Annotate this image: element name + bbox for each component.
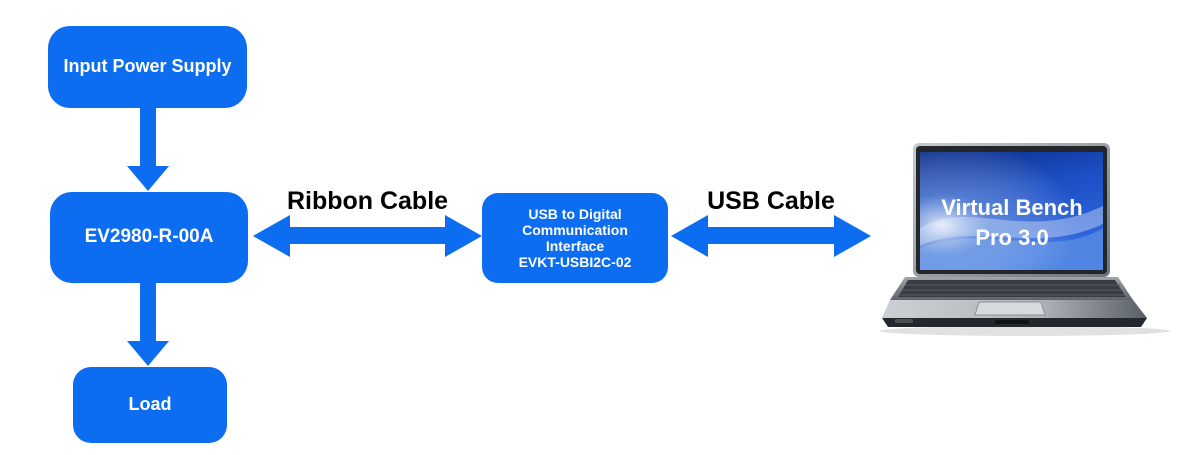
arrow-right-head-icon bbox=[445, 215, 482, 257]
arrow-left-head-icon bbox=[671, 215, 708, 257]
usb-interface-line2: Communication bbox=[522, 222, 628, 238]
usb-interface-line4: EVKT-USBI2C-02 bbox=[518, 254, 632, 270]
arrow-down-head-icon bbox=[127, 166, 169, 191]
laptop-screen-title-line2: Pro 3.0 bbox=[975, 225, 1048, 250]
ribbon-cable-label: Ribbon Cable bbox=[286, 187, 449, 215]
node-input-power-supply-label: Input Power Supply bbox=[63, 56, 232, 77]
arrow-right-head-icon bbox=[834, 215, 871, 257]
arrow-shaft bbox=[289, 227, 446, 244]
arrow-shaft bbox=[140, 106, 156, 166]
laptop-screen-title-line1: Virtual Bench bbox=[941, 195, 1082, 220]
node-ev2980-label: EV2980-R-00A bbox=[84, 226, 214, 248]
laptop-lid: Virtual Bench Pro 3.0 bbox=[913, 143, 1110, 277]
node-usb-interface: USB to Digital Communication Interface E… bbox=[482, 193, 668, 283]
laptop-screen: Virtual Bench Pro 3.0 bbox=[920, 152, 1103, 270]
node-load: Load bbox=[73, 367, 227, 443]
laptop-touchpad bbox=[974, 301, 1046, 316]
arrow-down-head-icon bbox=[127, 341, 169, 366]
laptop-keyboard bbox=[898, 280, 1126, 297]
arrow-left-head-icon bbox=[253, 215, 290, 257]
laptop-shadow bbox=[880, 326, 1170, 336]
usb-cable-label: USB Cable bbox=[707, 187, 835, 215]
arrow-shaft bbox=[140, 281, 156, 341]
laptop-image: Virtual Bench Pro 3.0 bbox=[880, 143, 1170, 336]
arrow-shaft bbox=[707, 227, 835, 244]
node-load-label: Load bbox=[128, 394, 172, 415]
node-ev2980-r-00a: EV2980-R-00A bbox=[50, 192, 248, 283]
laptop-base bbox=[882, 277, 1147, 327]
usb-interface-line3: Interface bbox=[545, 238, 605, 254]
node-input-power-supply: Input Power Supply bbox=[48, 26, 247, 108]
usb-interface-line1: USB to Digital bbox=[528, 206, 622, 222]
